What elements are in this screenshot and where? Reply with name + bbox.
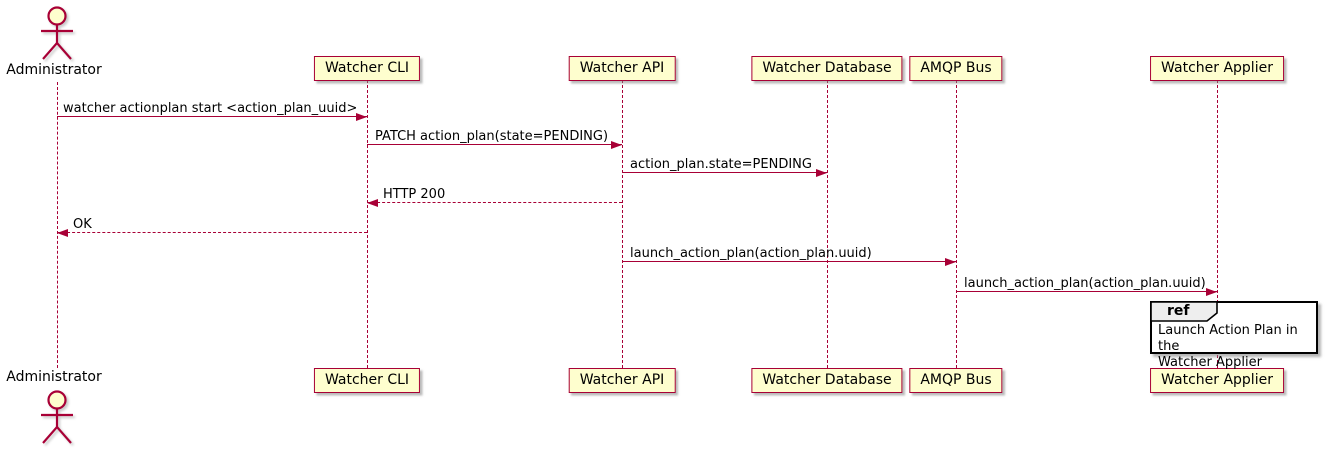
ref-header-shape [1150, 301, 1218, 322]
message-label-actionplan-start: watcher actionplan start <action_plan_uu… [63, 101, 358, 116]
participant-watcher-applier-top: Watcher Applier [1150, 56, 1284, 81]
participant-amqp-bus-bottom: AMQP Bus [909, 368, 1003, 393]
message-line [956, 291, 1217, 292]
arrowhead [57, 228, 68, 237]
participant-watcher-applier-bottom: Watcher Applier [1150, 368, 1284, 393]
message-line [57, 232, 367, 233]
lifeline-watcher-applier [1217, 80, 1218, 368]
actor-icon-bottom [41, 390, 73, 444]
arrowhead [611, 140, 622, 149]
arrowhead [1206, 287, 1217, 296]
arrowhead [816, 168, 827, 177]
message-label-ok: OK [73, 217, 92, 232]
message-line [622, 261, 956, 262]
lifeline-watcher-database [827, 80, 828, 368]
message-label-state-pending: action_plan.state=PENDING [630, 157, 812, 172]
participant-watcher-database-top: Watcher Database [751, 56, 903, 81]
participant-amqp-bus-top: AMQP Bus [909, 56, 1003, 81]
arrowhead [945, 257, 956, 266]
participant-watcher-cli-top: Watcher CLI [313, 56, 421, 81]
actor-label-administrator-bottom: Administrator [6, 369, 102, 385]
ref-text: Launch Action Plan in the Watcher Applie… [1158, 323, 1316, 371]
lifeline-administrator [57, 82, 58, 368]
arrowhead [367, 198, 378, 207]
ref-keyword: ref [1167, 303, 1190, 319]
message-label-launch-action-plan-amqp: launch_action_plan(action_plan.uuid) [964, 276, 1206, 291]
arrowhead [356, 112, 367, 121]
participant-watcher-database-bottom: Watcher Database [751, 368, 903, 393]
lifeline-watcher-cli [367, 80, 368, 368]
lifeline-watcher-api [622, 80, 623, 368]
ref-fragment: ref Launch Action Plan in the Watcher Ap… [1150, 301, 1318, 370]
message-line [622, 172, 827, 173]
message-line [367, 202, 622, 203]
message-line [57, 116, 367, 117]
message-line [367, 144, 622, 145]
actor-label-administrator-top: Administrator [6, 62, 102, 78]
actor-icon [41, 6, 73, 60]
lifeline-amqp-bus [956, 80, 957, 368]
participant-watcher-api-bottom: Watcher API [568, 368, 676, 393]
message-label-patch-action-plan: PATCH action_plan(state=PENDING) [375, 129, 609, 144]
participant-watcher-api-top: Watcher API [568, 56, 676, 81]
message-label-http-200: HTTP 200 [383, 187, 446, 202]
participant-watcher-cli-bottom: Watcher CLI [313, 368, 421, 393]
ref-text-line-1: Launch Action Plan in the [1158, 323, 1298, 354]
ref-text-line-2: Watcher Applier [1158, 355, 1262, 370]
message-label-launch-action-plan-api: launch_action_plan(action_plan.uuid) [630, 246, 872, 261]
